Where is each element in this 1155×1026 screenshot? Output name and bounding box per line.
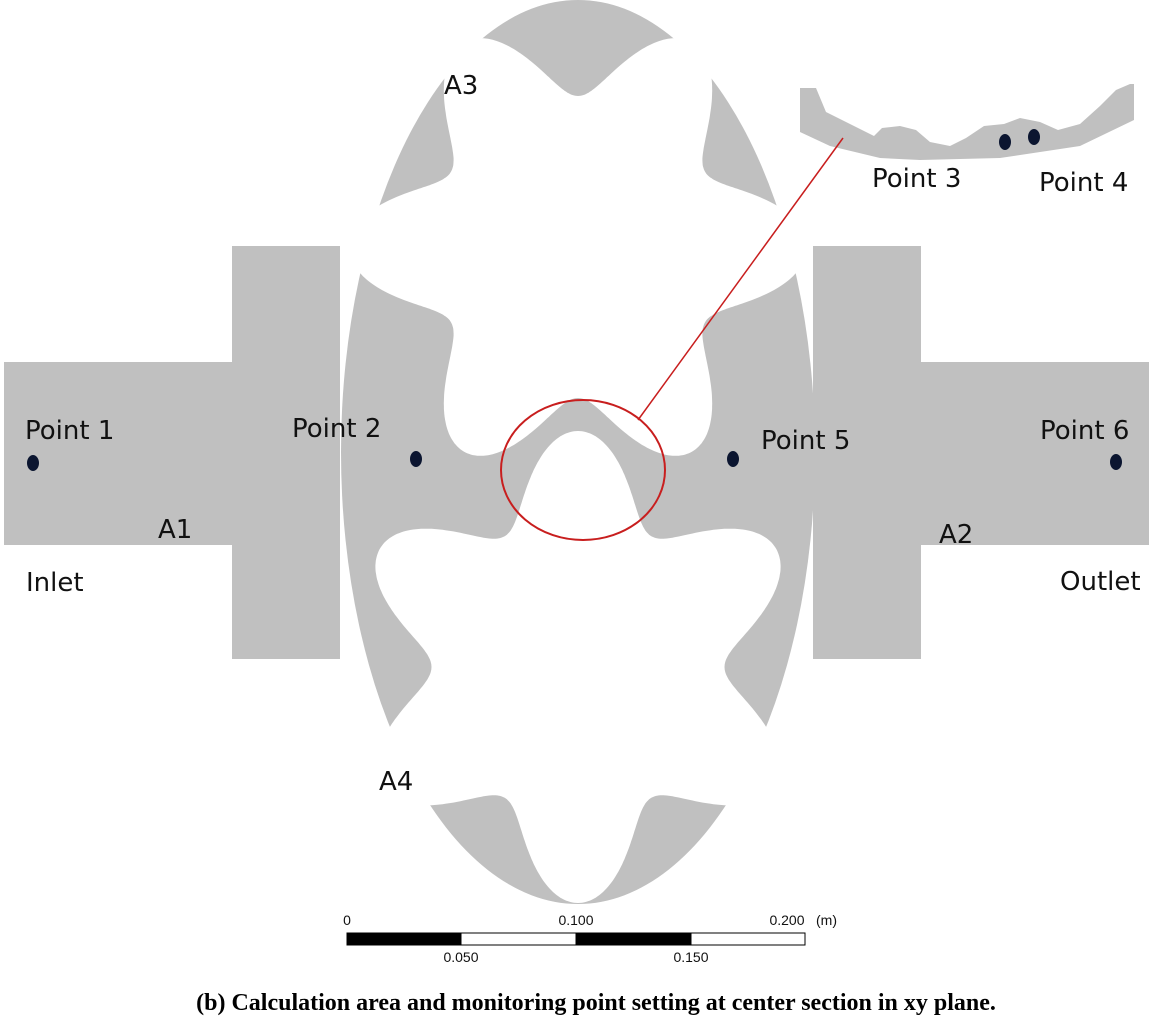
outlet-chamber [813,246,921,659]
region-a2-label: A2 [939,520,973,550]
point-5-label: Point 5 [761,426,850,456]
region-a4-label: A4 [379,767,413,797]
inlet-chamber [232,246,340,659]
point-3-label: Point 3 [872,164,961,194]
outlet-label: Outlet [1060,567,1141,597]
scale-label-0-050: 0.050 [443,949,478,965]
scale-segment-3 [575,932,692,946]
zoom-circle [500,399,666,541]
point-1-marker [27,455,39,471]
monitoring-points [27,129,1122,471]
zoom-callout [500,137,844,541]
lower-gear [375,431,781,903]
gear-pair [349,38,807,903]
scale-label-0-150: 0.150 [673,949,708,965]
scale-label-0-100: 0.100 [558,912,593,928]
region-a3-label: A3 [444,71,478,101]
point-3-marker [999,134,1011,150]
inlet-label: Inlet [26,568,84,598]
scale-segment-2 [460,932,577,946]
figure-caption: (b) Calculation area and monitoring poin… [196,990,996,1016]
point-4-marker [1028,129,1040,145]
point-2-label: Point 2 [292,414,381,444]
scale-bar: 0 0.100 0.200 (m) 0.050 0.150 [343,912,837,965]
labels: Point 1 Point 2 Point 3 Point 4 Point 5 … [25,71,1141,797]
point-2-marker [410,451,422,467]
point-6-label: Point 6 [1040,416,1129,446]
point-5-marker [727,451,739,467]
point-4-label: Point 4 [1039,168,1128,198]
scale-label-0: 0 [343,912,351,928]
scale-segment-1 [346,932,462,946]
point-6-marker [1110,454,1122,470]
zoom-leader-line [637,137,844,421]
scale-label-0-200: 0.200 [769,912,804,928]
scale-unit: (m) [816,912,837,928]
zoom-inset [800,84,1134,160]
upper-gear [349,38,807,456]
inlet-pipe [4,362,236,545]
outlet-pipe [917,362,1149,545]
scale-segment-4 [690,932,806,946]
inset-clearance-region [800,84,1134,160]
region-a1-label: A1 [158,515,192,545]
point-1-label: Point 1 [25,416,114,446]
